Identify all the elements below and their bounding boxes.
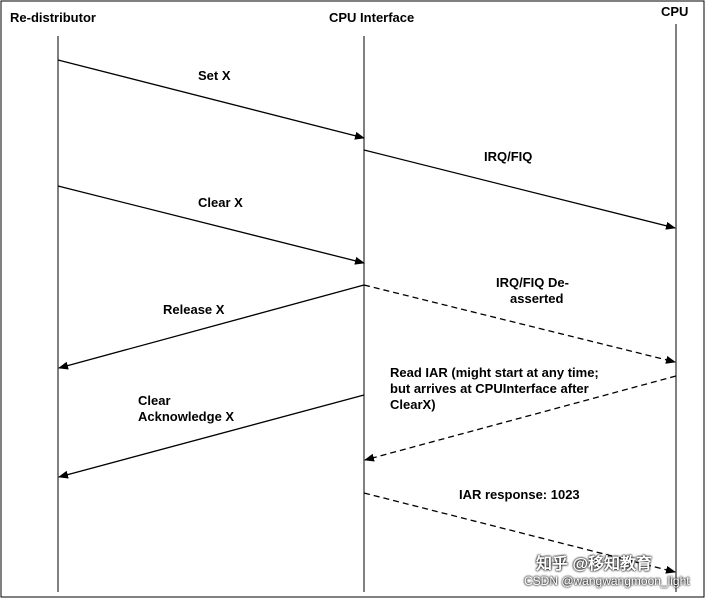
arrow-irq-fiq (363, 149, 676, 230)
label-clear-ack-2: Acknowledge X (138, 409, 235, 424)
label-read-iar-3: ClearX) (390, 397, 436, 412)
header-redistributor: Re-distributor (10, 10, 96, 25)
label-clear-x: Clear X (198, 195, 243, 210)
arrow-read-iar (364, 375, 677, 462)
arrow-set-x (57, 59, 365, 140)
label-read-iar-1: Read IAR (might start at any time; (390, 365, 599, 380)
label-clear-ack-1: Clear (138, 393, 171, 408)
arrow-clear-x (57, 185, 365, 265)
label-iar-response: IAR response: 1023 (459, 487, 580, 502)
label-set-x: Set X (198, 68, 231, 83)
label-deasserted-1: IRQ/FIQ De- (496, 275, 569, 290)
watermark-csdn: CSDN @wangwangmoon_light (524, 574, 690, 588)
watermark-zhihu: 知乎 @移知教育 (536, 556, 653, 573)
header-cpu-interface: CPU Interface (329, 10, 415, 25)
arrow-iar-response (363, 492, 676, 574)
arrow-release-x (58, 284, 365, 370)
header-cpu: CPU (661, 4, 689, 19)
label-irq-fiq: IRQ/FIQ (484, 149, 533, 164)
label-read-iar-2: but arrives at CPUInterface after (390, 381, 589, 396)
arrow-clear-acknowledge-x (58, 394, 365, 479)
arrow-irq-fiq-deasserted (363, 284, 676, 364)
label-release-x: Release X (163, 302, 225, 317)
label-deasserted-2: asserted (510, 291, 564, 306)
